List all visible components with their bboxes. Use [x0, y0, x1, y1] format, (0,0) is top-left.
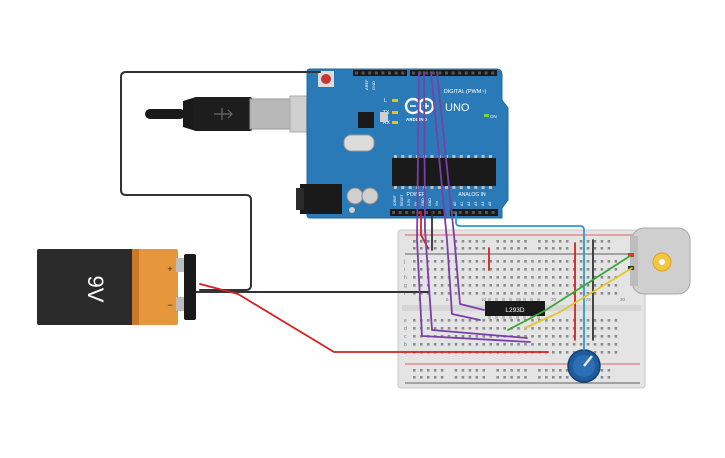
on-label: ON — [490, 114, 497, 119]
row-letter-c: c — [404, 334, 407, 340]
atmega-chip — [392, 158, 496, 186]
header-digital-left — [353, 70, 407, 76]
uno-label: UNO — [445, 102, 470, 114]
power-jack — [300, 184, 342, 214]
wire-purple-1[interactable] — [416, 71, 531, 343]
wire-purple-2[interactable] — [423, 71, 528, 339]
column-number-5: 5 — [446, 297, 449, 302]
row-letter-i: i — [404, 267, 405, 273]
battery-minus-sign: − — [167, 300, 172, 310]
capacitor-2 — [361, 187, 379, 205]
row-letter-f: f — [404, 291, 406, 297]
on-led — [484, 114, 489, 117]
pin-label-a2: A2 — [467, 202, 471, 206]
pin-label-ioref: IOREF — [393, 195, 397, 206]
reset-button-cap[interactable] — [321, 74, 331, 84]
wire-red-battery-positive[interactable] — [199, 283, 549, 353]
battery-snap — [184, 254, 196, 320]
column-number-10: 10 — [481, 297, 487, 302]
usb-icon — [214, 108, 233, 120]
pin-label-a5: A5 — [488, 202, 492, 206]
pin-label-a1: A1 — [460, 202, 464, 206]
row-letter-g: g — [404, 283, 407, 289]
pin-label-gnd-1: GND — [421, 198, 425, 206]
potentiometer[interactable] — [567, 349, 601, 383]
pin-label-reset: RESET — [400, 193, 404, 206]
wires — [120, 71, 633, 353]
arduino-brand: ARDUINO — [406, 117, 427, 122]
row-letter-a: a — [404, 350, 407, 356]
column-number-20: 20 — [551, 297, 557, 302]
pin-label-5v: 5V — [414, 201, 418, 206]
battery-label: 9V — [83, 276, 108, 303]
battery-plus-sign: + — [167, 264, 172, 274]
dc-motor[interactable] — [628, 227, 691, 295]
pin-label-a0: A0 — [453, 202, 457, 206]
row-letter-h: h — [404, 275, 407, 281]
power-label: POWER — [407, 192, 426, 198]
tx-led — [392, 111, 398, 114]
analog-label: ANALOG IN — [458, 192, 486, 198]
wire-black-gnd[interactable] — [120, 71, 321, 291]
wire-blue-a0[interactable] — [455, 211, 585, 351]
capacitor-1 — [346, 187, 364, 205]
l293d-chip[interactable]: L293D — [485, 298, 545, 319]
row-letter-b: b — [404, 342, 407, 348]
pin-label-gnd-2: GND — [428, 198, 432, 206]
pin-label-vin: Vin — [435, 201, 439, 206]
row-letter-j: j — [403, 259, 405, 265]
motor-terminal-1 — [628, 253, 634, 257]
row-letter-e: e — [404, 318, 407, 324]
wire-purple-3[interactable] — [430, 71, 481, 321]
header-pins — [355, 71, 495, 214]
pin-label-a3: A3 — [474, 202, 478, 206]
rx-label: RX — [383, 120, 391, 126]
row-letter-d: d — [404, 326, 407, 332]
wire-green-motor[interactable] — [507, 255, 631, 331]
l-led — [392, 99, 398, 102]
crystal — [343, 134, 375, 152]
digital-label: DIGITAL (PWM~) — [444, 89, 487, 95]
rx-led — [392, 121, 398, 124]
potentiometer-knob-indicator[interactable] — [583, 355, 593, 367]
pin-label-3v3: 3.3V — [407, 198, 411, 206]
l-led-label: L — [384, 98, 387, 104]
usb-cable[interactable] — [145, 95, 325, 133]
column-number-25: 25 — [586, 297, 592, 302]
pin-label-a4: A4 — [481, 202, 485, 206]
ic-label: L293D — [505, 307, 524, 314]
wire-purple-4[interactable] — [436, 71, 485, 311]
aref-label: AREF — [364, 79, 369, 90]
column-number-30: 30 — [620, 297, 626, 302]
battery-9v[interactable]: 9V + − — [37, 249, 196, 325]
gnd-label: GND — [371, 81, 376, 90]
arduino-uno-board[interactable]: DIGITAL (PWM~) AREF GND L TX RX UNO ARDU… — [296, 68, 509, 219]
wire-yellow-motor[interactable] — [524, 267, 633, 329]
usb-chip — [358, 112, 374, 128]
